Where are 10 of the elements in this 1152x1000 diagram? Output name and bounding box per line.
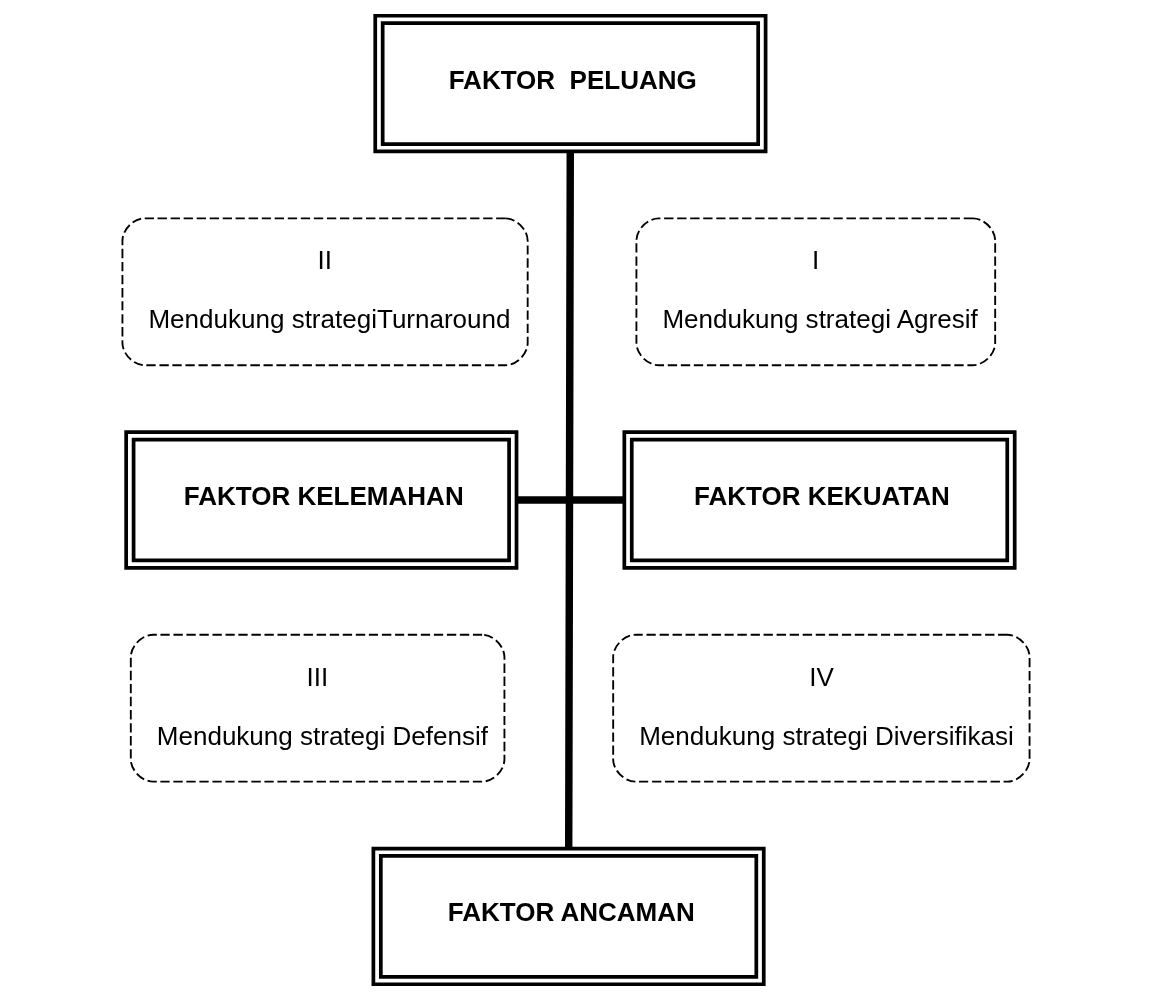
node-box: FAKTOR KEKUATAN [622,430,1017,570]
connector [565,151,574,849]
node-box: II Mendukung strategiTurnaround [121,217,529,367]
node-box: FAKTOR PELUANG [373,13,768,154]
node-box: III Mendukung strategi Defensif [129,633,506,783]
node-box: FAKTOR KELEMAHAN [124,430,519,570]
node-box: FAKTOR ANCAMAN [371,846,766,987]
node-box: I Mendukung strategi Agresif [635,217,997,367]
connector [516,496,624,504]
node-box: IV Mendukung strategi Diversifikasi [612,633,1031,783]
